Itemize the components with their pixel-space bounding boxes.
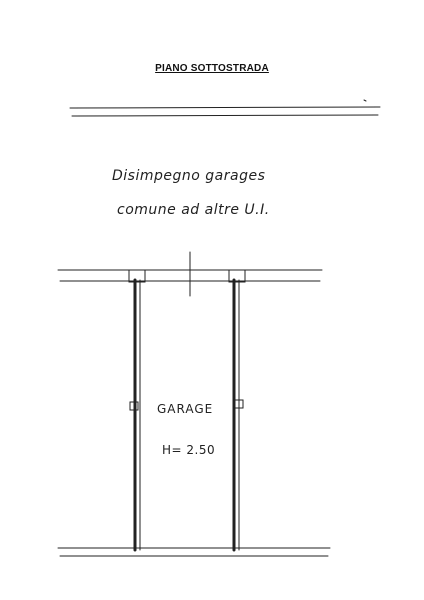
corridor-label-line-1: Disimpegno garages [112,168,266,184]
right-partition-wall [228,269,246,552]
left-partition-wall [128,269,146,552]
top-wall [69,99,381,117]
middle-wall [57,251,323,297]
bottom-wall [57,547,331,557]
garage-height-label: H= 2.50 [162,443,216,457]
garage-label: GARAGE [157,402,214,416]
floor-title: PIANO SOTTOSTRADA [155,63,269,74]
corridor-label-line-2: comune ad altre U.I. [117,202,270,218]
